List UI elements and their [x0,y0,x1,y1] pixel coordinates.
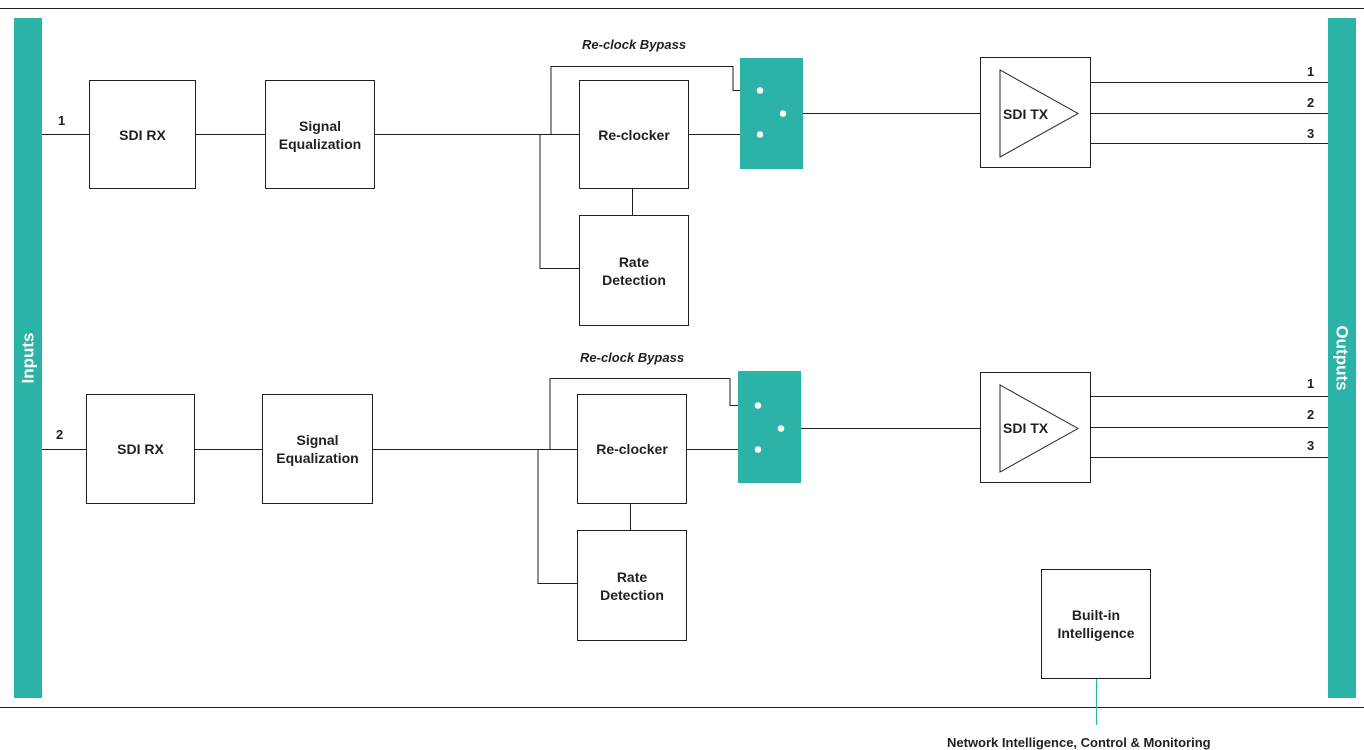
ch2-sdi-tx-label: SDI TX [1003,420,1049,436]
ch1-rate-line [539,134,580,269]
ch2-switch-graphic [754,402,785,453]
ch1-input-number: 1 [58,113,66,128]
ch1-reclocker-label: Re-clocker [598,126,670,143]
ch2-bypass-switch [738,371,801,483]
ch2-rate-detection-box: Rate Detection [577,530,687,641]
ch1-reclocker-box: Re-clocker [579,80,689,189]
ch1-equalization-label: Signal Equalization [278,117,362,152]
built-in-intelligence-box: Built-in Intelligence [1041,569,1151,679]
ch1-amplifier-icon [999,69,1080,158]
ch2-bypass-label: Re-clock Bypass [580,350,685,365]
ch1-equalization-box: Signal Equalization [265,80,375,189]
ch2-sdi-rx-box: SDI RX [86,394,195,504]
ch2-reclocker-box: Re-clocker [577,394,687,504]
ch2-sdi-tx-box [980,372,1091,483]
ch1-bypass-switch [740,58,803,169]
ch1-switch-contact-reclock [756,131,764,138]
ch2-output-1-number: 1 [1307,376,1315,391]
ch2-reclocker-label: Re-clocker [596,441,668,457]
ch1-sdi-rx-box: SDI RX [89,80,196,189]
ch2-switch-contact-reclock [754,446,762,453]
ch2-output-3-number: 3 [1307,438,1315,453]
ch2-switch-contact-bypass [754,402,762,409]
inputs-sidebar: Inputs [14,18,42,698]
network-label: Network Intelligence, Control & Monitori… [947,735,1211,750]
ch2-equalization-box: Signal Equalization [262,394,373,504]
ch1-output-2-number: 2 [1307,95,1315,110]
outputs-label: Outputs [1332,325,1352,391]
ch1-sdi-tx-label: SDI TX [1003,106,1049,122]
built-in-intelligence-label: Built-in Intelligence [1057,607,1135,641]
ch1-output-3-number: 3 [1307,126,1315,141]
outputs-sidebar: Outputs [1328,18,1356,698]
inputs-label: Inputs [18,332,38,384]
ch2-output-2-number: 2 [1307,407,1315,422]
ch1-switch-contact-bypass [756,87,764,94]
ch2-equalization-label: Signal Equalization [276,432,359,466]
ch1-switch-graphic [756,87,787,138]
ch2-input-number: 2 [56,427,64,442]
ch2-rate-line [537,449,578,584]
ch1-sdi-rx-label: SDI RX [119,126,166,143]
ch2-sdi-rx-label: SDI RX [117,441,164,457]
ch1-sdi-tx-box [980,57,1091,168]
ch1-bypass-label: Re-clock Bypass [582,37,687,52]
ch1-rate-detection-label: Rate Detection [602,253,666,288]
ch1-rate-detection-box: Rate Detection [579,215,689,326]
ch2-amplifier-icon [999,384,1080,473]
ch1-switch-contact-common [779,110,787,117]
ch2-switch-contact-common [777,425,785,432]
ch2-rate-detection-label: Rate Detection [600,568,664,603]
ch1-output-1-number: 1 [1307,64,1315,79]
